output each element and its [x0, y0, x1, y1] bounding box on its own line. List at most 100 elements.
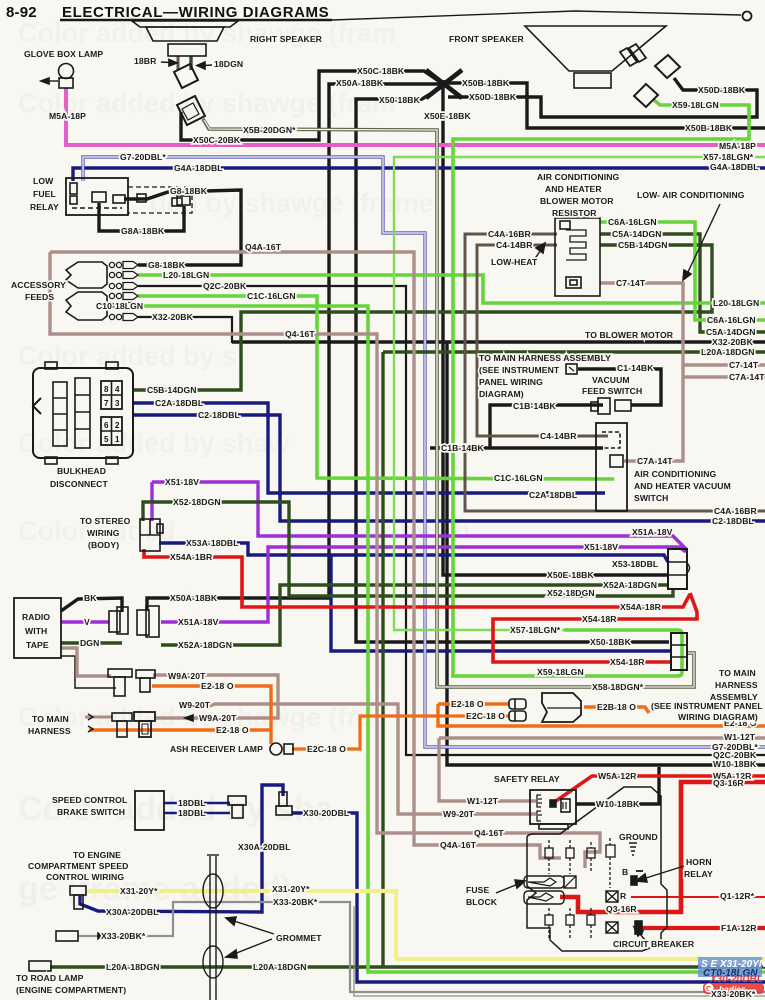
svg-text:C7A-14T: C7A-14T	[637, 456, 673, 466]
svg-text:RESISTOR: RESISTOR	[552, 208, 597, 218]
svg-text:GROMMET: GROMMET	[276, 933, 322, 943]
svg-text:Q2C-20BK: Q2C-20BK	[713, 750, 757, 760]
svg-text:SWITCH: SWITCH	[634, 493, 669, 503]
svg-text:C4A-16BR: C4A-16BR	[714, 506, 758, 516]
svg-text:C4-14BR: C4-14BR	[496, 240, 533, 250]
svg-text:X59-18LGN: X59-18LGN	[537, 667, 584, 677]
svg-text:X57-18LGN*: X57-18LGN*	[703, 152, 754, 162]
svg-text:Q4-16T: Q4-16T	[474, 828, 504, 838]
svg-text:L20-18LGN: L20-18LGN	[163, 270, 209, 280]
svg-text:ded by shawge (frame: ded by shawge (frame	[150, 188, 434, 218]
svg-text:C2-18DBL: C2-18DBL	[198, 410, 240, 420]
svg-text:X50A-18BK: X50A-18BK	[336, 78, 384, 88]
svg-text:C2-18DBL: C2-18DBL	[712, 516, 754, 526]
svg-text:W1-12T: W1-12T	[467, 796, 499, 806]
svg-text:X53A-18DBL: X53A-18DBL	[186, 538, 239, 548]
svg-text:W10-18BK: W10-18BK	[596, 799, 640, 809]
svg-text:V: V	[84, 617, 90, 627]
svg-text:TO ENGINE: TO ENGINE	[73, 850, 121, 860]
svg-text:BLOWER MOTOR: BLOWER MOTOR	[540, 196, 614, 206]
svg-text:GROUND: GROUND	[619, 832, 658, 842]
svg-text:X52A-18DGN: X52A-18DGN	[603, 580, 657, 590]
svg-text:X52A-18DGN: X52A-18DGN	[178, 640, 232, 650]
svg-text:C7-14T: C7-14T	[616, 278, 646, 288]
svg-text:X31-20Y*: X31-20Y*	[120, 886, 158, 896]
svg-text:X30-20DBL: X30-20DBL	[303, 808, 349, 818]
svg-text:G4A-18DBL: G4A-18DBL	[174, 163, 223, 173]
svg-text:8: 8	[104, 385, 109, 394]
svg-text:X50B-18BK: X50B-18BK	[462, 78, 510, 88]
svg-text:BRAKE SWITCH: BRAKE SWITCH	[57, 807, 125, 817]
svg-text:C5B-14DGN: C5B-14DGN	[618, 240, 668, 250]
svg-text:W5A-12R: W5A-12R	[598, 771, 637, 781]
svg-text:18DGN: 18DGN	[214, 59, 243, 69]
svg-text:CONTROL WIRING: CONTROL WIRING	[46, 872, 124, 882]
svg-text:LOW- AIR CONDITIONING: LOW- AIR CONDITIONING	[637, 190, 745, 200]
svg-text:G8A-18BK: G8A-18BK	[121, 226, 165, 236]
svg-text:L20A-18DGN: L20A-18DGN	[106, 962, 160, 972]
svg-text:C4A-16BR: C4A-16BR	[488, 229, 532, 239]
svg-text:DISCONNECT: DISCONNECT	[50, 479, 108, 489]
svg-text:LOW: LOW	[33, 176, 54, 186]
svg-text:DGN: DGN	[80, 638, 99, 648]
svg-text:HORN: HORN	[686, 857, 712, 867]
svg-text:WIRING DIAGRAM): WIRING DIAGRAM)	[678, 712, 758, 722]
svg-text:E2-18 O: E2-18 O	[216, 725, 249, 735]
svg-text:C5A-14DGN: C5A-14DGN	[706, 327, 756, 337]
svg-text:X50C-18BK: X50C-18BK	[357, 66, 405, 76]
svg-text:X33-20BK*: X33-20BK*	[711, 989, 756, 999]
svg-text:F1A-12R: F1A-12R	[721, 923, 757, 933]
svg-text:18BR: 18BR	[134, 56, 157, 66]
svg-text:S E X31-20YN: S E X31-20YN	[701, 959, 765, 970]
svg-text:AND HEATER VACUUM: AND HEATER VACUUM	[634, 481, 731, 491]
svg-text:M5A-18P: M5A-18P	[719, 141, 756, 151]
svg-text:L20-18LGN: L20-18LGN	[713, 298, 759, 308]
svg-text:Color added by shawge (fram: Color added by shawge (fram	[18, 88, 396, 118]
svg-text:FEEDS: FEEDS	[25, 292, 54, 302]
svg-text:X52-18DGN: X52-18DGN	[547, 588, 595, 598]
svg-text:X57-18LGN*: X57-18LGN*	[510, 625, 561, 635]
svg-text:E2-18 O: E2-18 O	[724, 718, 757, 728]
svg-text:ASH RECEIVER LAMP: ASH RECEIVER LAMP	[170, 744, 263, 754]
svg-text:HARNESS: HARNESS	[715, 680, 758, 690]
svg-text:C10-18LGN: C10-18LGN	[96, 301, 143, 311]
svg-text:TO MAIN: TO MAIN	[719, 668, 756, 678]
svg-text:TO BLOWER MOTOR: TO BLOWER MOTOR	[585, 330, 674, 340]
svg-text:C1B-14BK: C1B-14BK	[441, 443, 485, 453]
svg-text:CIRCUIT BREAKER: CIRCUIT BREAKER	[613, 939, 695, 949]
svg-text:G8-18BK: G8-18BK	[170, 186, 208, 196]
svg-text:C2A-18DBL: C2A-18DBL	[155, 398, 203, 408]
svg-text:X50E-18BK: X50E-18BK	[547, 570, 594, 580]
svg-text:X50A-18BK: X50A-18BK	[170, 593, 218, 603]
svg-text:TO ROAD LAMP: TO ROAD LAMP	[16, 973, 84, 983]
svg-text:X54-18R: X54-18R	[582, 614, 617, 624]
svg-text:X51A-18V: X51A-18V	[632, 527, 673, 537]
svg-text:8-92: 8-92	[6, 4, 37, 21]
svg-text:TO MAIN HARNESS ASSEMBLY: TO MAIN HARNESS ASSEMBLY	[479, 353, 611, 363]
svg-text:VACUUM: VACUUM	[592, 375, 630, 385]
svg-text:RIGHT SPEAKER: RIGHT SPEAKER	[250, 34, 323, 44]
svg-text:X53-18DBL: X53-18DBL	[612, 559, 658, 569]
svg-text:C4-14BR: C4-14BR	[540, 431, 577, 441]
svg-text:W5A-12R: W5A-12R	[713, 771, 752, 781]
svg-text:X54A-1BR: X54A-1BR	[170, 552, 213, 562]
svg-text:W9A-20T: W9A-20T	[199, 713, 237, 723]
svg-text:6: 6	[104, 421, 109, 430]
svg-text:W9-20T: W9-20T	[179, 700, 211, 710]
svg-text:C7A-14T: C7A-14T	[729, 372, 765, 382]
svg-text:X30A-20DBL: X30A-20DBL	[238, 842, 291, 852]
svg-text:W10-18BK: W10-18BK	[713, 759, 757, 769]
svg-text:18DBL: 18DBL	[178, 798, 206, 808]
svg-text:FUEL: FUEL	[33, 189, 56, 199]
svg-text:X51-18V: X51-18V	[584, 542, 618, 552]
svg-text:X30-20DBL: X30-20DBL	[709, 974, 763, 985]
svg-text:X58-18DGN*: X58-18DGN*	[592, 682, 644, 692]
svg-text:C6A-16LGN: C6A-16LGN	[707, 315, 756, 325]
svg-text:Q1-12R*: Q1-12R*	[720, 891, 755, 901]
svg-text:X50D-18BK: X50D-18BK	[698, 85, 746, 95]
svg-text:18DBL: 18DBL	[178, 808, 206, 818]
svg-text:X50-18BK: X50-18BK	[590, 637, 632, 647]
svg-text:Color added by s: Color added by s	[18, 341, 237, 371]
svg-text:HARNESS: HARNESS	[28, 726, 71, 736]
svg-text:C1C-16LGN: C1C-16LGN	[247, 291, 296, 301]
